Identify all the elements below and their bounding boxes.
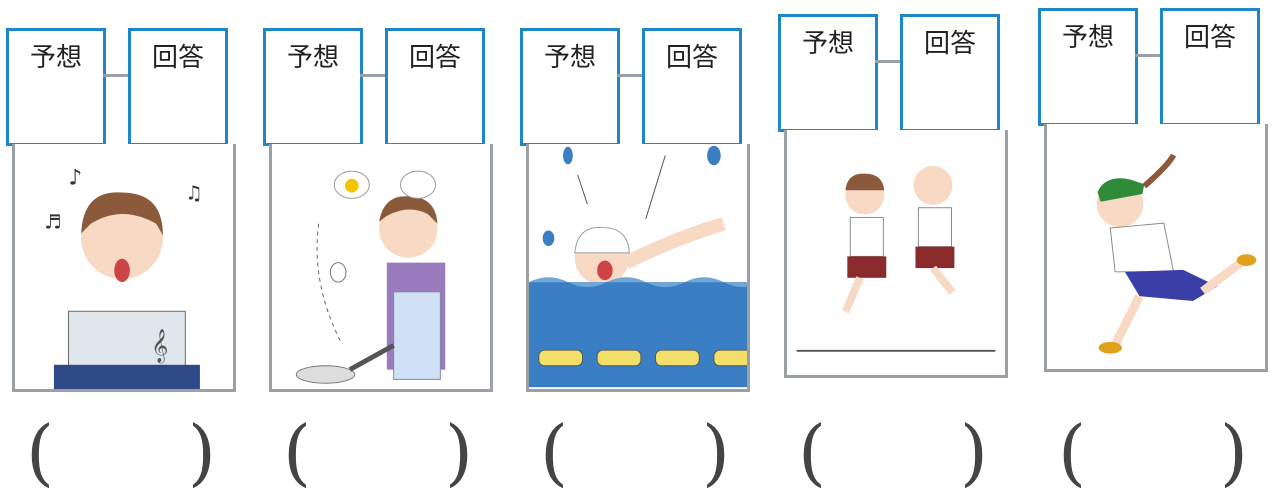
connector-line [360, 74, 388, 77]
paren-close: ) [701, 410, 730, 494]
answer-box[interactable]: 回答 [385, 28, 485, 146]
prediction-label: 予想 [29, 43, 82, 73]
illustration-swimming [526, 144, 750, 392]
prediction-label: 予想 [1061, 23, 1114, 53]
answer-parentheses[interactable]: ( ) [540, 410, 730, 494]
answer-label: 回答 [1183, 23, 1236, 53]
answer-box[interactable]: 回答 [128, 28, 228, 146]
answer-parentheses[interactable]: ( ) [1058, 410, 1248, 494]
answer-label: 回答 [151, 43, 204, 73]
prediction-label: 予想 [801, 29, 854, 59]
svg-text:𝄞: 𝄞 [151, 328, 168, 363]
activity-card-cooking: 予想 回答 ( ) [263, 0, 503, 498]
illustration-cooking [269, 144, 493, 392]
prediction-box[interactable]: 予想 [6, 28, 106, 146]
prediction-box[interactable]: 予想 [520, 28, 620, 146]
answer-parentheses[interactable]: ( ) [283, 410, 473, 494]
activity-card-running: 予想 回答 ( ) [1038, 0, 1278, 498]
paren-close: ) [1219, 410, 1248, 494]
answer-label: 回答 [665, 43, 718, 73]
answer-parentheses[interactable]: ( ) [798, 410, 988, 494]
answer-box[interactable]: 回答 [642, 28, 742, 146]
paren-close: ) [187, 410, 216, 494]
illustration-jumping [784, 130, 1008, 378]
illustration-running [1044, 124, 1268, 372]
paren-open: ( [798, 410, 827, 494]
prediction-box[interactable]: 予想 [263, 28, 363, 146]
svg-text:♫: ♫ [185, 181, 202, 204]
paren-open: ( [283, 410, 312, 494]
answer-parentheses[interactable]: ( ) [26, 410, 216, 494]
paren-close: ) [959, 410, 988, 494]
paren-open: ( [540, 410, 569, 494]
prediction-label: 予想 [286, 43, 339, 73]
answer-label: 回答 [923, 29, 976, 59]
connector-line [875, 60, 903, 63]
connector-line [103, 74, 131, 77]
connector-line [1135, 54, 1163, 57]
paren-close: ) [444, 410, 473, 494]
activity-card-swimming: 予想 回答 ( ) [520, 0, 760, 498]
svg-text:♪: ♪ [69, 166, 83, 191]
connector-line [617, 74, 645, 77]
activity-card-jumping: 予想 回答 ( ) [778, 0, 1018, 498]
answer-label: 回答 [408, 43, 461, 73]
answer-box[interactable]: 回答 [1160, 8, 1260, 126]
prediction-box[interactable]: 予想 [778, 14, 878, 132]
paren-open: ( [1058, 410, 1087, 494]
illustration-singing: ♪ ♬ ♫ 𝄞 [12, 144, 236, 392]
answer-box[interactable]: 回答 [900, 14, 1000, 132]
prediction-box[interactable]: 予想 [1038, 8, 1138, 126]
activity-card-singing: 予想 回答 ♪ ♬ ♫ 𝄞 ( ) [6, 0, 246, 498]
svg-text:♬: ♬ [44, 211, 61, 234]
prediction-label: 予想 [543, 43, 596, 73]
paren-open: ( [26, 410, 55, 494]
